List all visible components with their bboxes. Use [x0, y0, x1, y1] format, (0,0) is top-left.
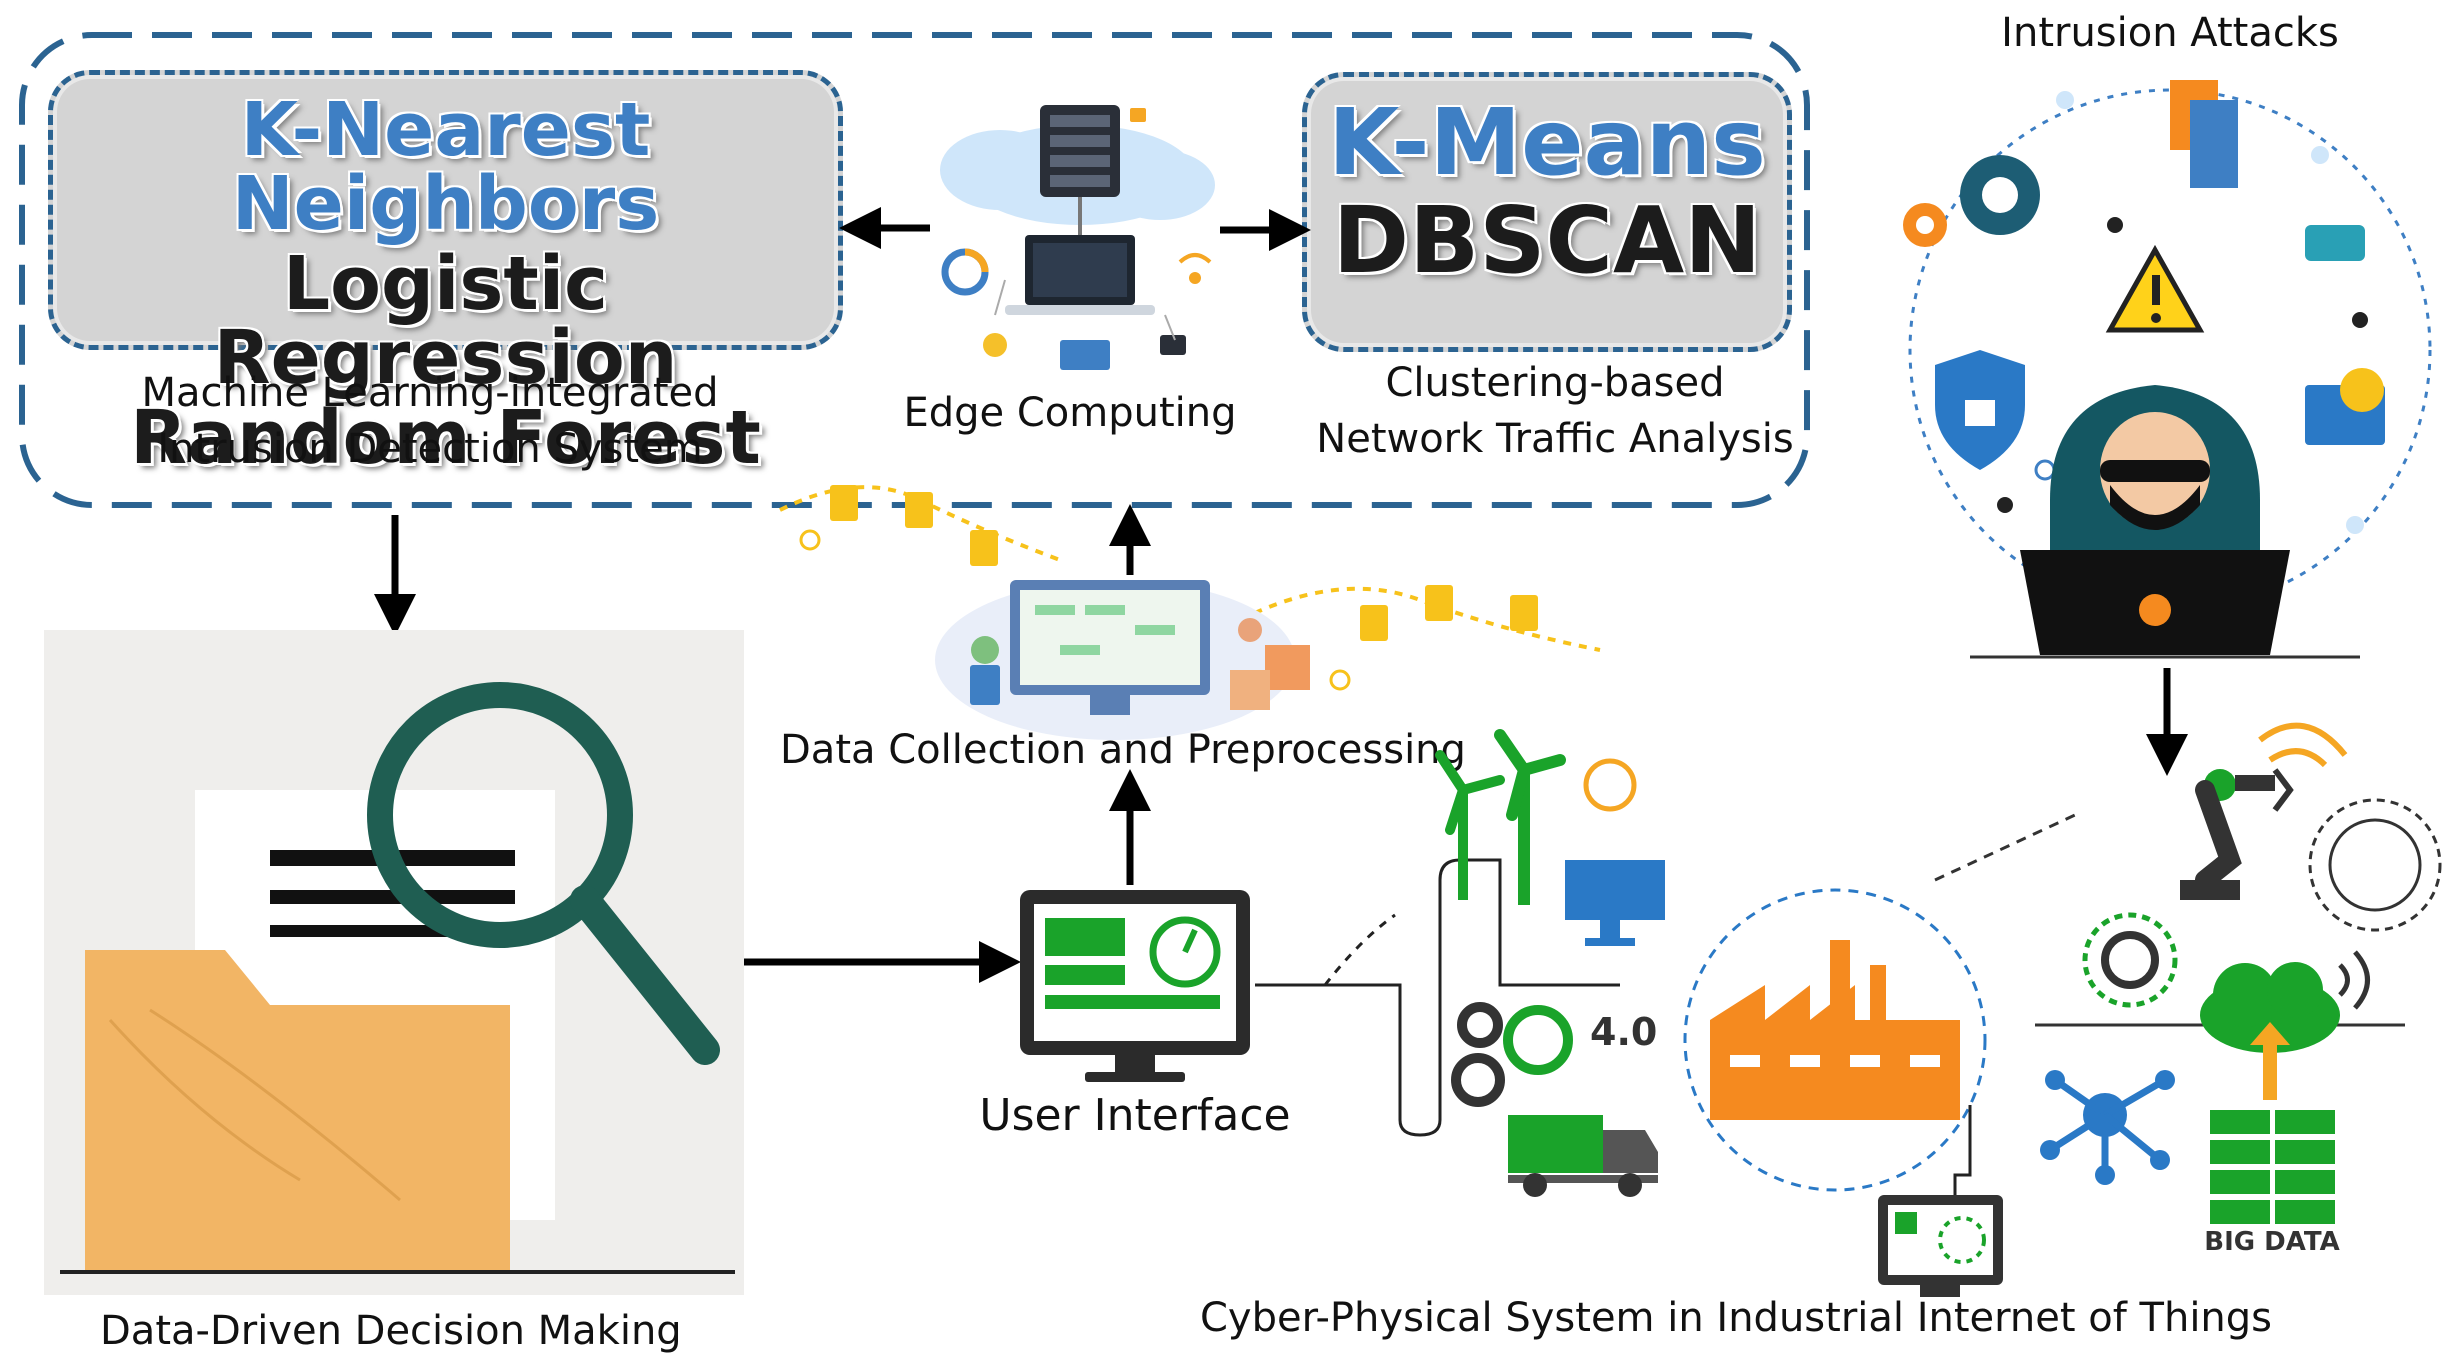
edge-computing-illustration	[940, 105, 1215, 370]
industry-version-label: 4.0	[1590, 1010, 1657, 1054]
dbscan-label: DBSCAN	[1332, 187, 1762, 294]
ml-ids-label: Machine Learning-integrated Intrusion De…	[130, 365, 730, 477]
person-icon	[1238, 618, 1262, 642]
robotic-arm-icon	[2180, 768, 2294, 900]
ml-ids-line2: Intrusion Detection System	[157, 426, 703, 472]
decision-making-label: Data-Driven Decision Making	[100, 1308, 682, 1354]
cps-iiot-label: Cyber-Physical System in Industrial Inte…	[1200, 1295, 2273, 1341]
gears-icon	[1451, 1002, 1573, 1107]
lock-icon	[1130, 108, 1146, 122]
clustering-label: Clustering-based Network Traffic Analysi…	[1315, 355, 1795, 467]
wind-turbine-icon	[1435, 729, 1566, 905]
ml-ids-line1: Machine Learning-integrated	[141, 370, 719, 416]
location-pin-icon	[983, 333, 1007, 357]
network-node-icon	[2040, 1070, 2175, 1185]
user-interface-illustration	[1020, 890, 1250, 1082]
folder-icon	[85, 950, 510, 1270]
skull-icon	[2139, 594, 2171, 626]
decision-making-illustration	[44, 630, 744, 1295]
kmeans-label: K-Means	[1328, 89, 1766, 196]
server-rack-icon	[2210, 1110, 2335, 1224]
logistic-regression-label: Logistic Regression	[213, 241, 678, 401]
camera-icon	[1160, 335, 1186, 355]
clustering-algorithms-box: K-Means DBSCAN	[1302, 72, 1792, 352]
user-interface-label: User Interface	[979, 1090, 1291, 1141]
box-stack-icon	[1265, 645, 1310, 690]
clustering-line2: Network Traffic Analysis	[1316, 416, 1794, 462]
intrusion-attacks-label: Intrusion Attacks	[2001, 10, 2339, 56]
truck-icon	[1508, 1115, 1658, 1197]
sun-icon	[1583, 758, 1637, 812]
factory-icon	[1710, 940, 1960, 1120]
credit-card-icon	[2305, 225, 2365, 261]
clustering-line1: Clustering-based	[1385, 360, 1725, 406]
edge-computing-label: Edge Computing	[903, 390, 1237, 436]
intrusion-attacks-illustration	[1903, 80, 2432, 659]
plant-icon	[971, 636, 999, 664]
padlock-icon	[2340, 368, 2384, 412]
bug-icon	[2107, 217, 2123, 233]
cps-iiot-illustration: 4.0	[1255, 722, 2442, 1297]
data-collection-illustration	[779, 485, 1601, 740]
monitoring-screen-icon	[1878, 1195, 2003, 1297]
supervised-algorithms-box: K-Nearest Neighbors Logistic Regression …	[48, 70, 843, 475]
gauge-icon	[1149, 916, 1221, 988]
magnifier-icon	[367, 682, 633, 948]
flow-arrows	[374, 207, 2188, 983]
wifi-icon	[1189, 272, 1201, 284]
solar-panel-icon	[1565, 860, 1665, 946]
knn-label: K-Nearest Neighbors	[231, 87, 660, 247]
cloud-upload-icon	[2200, 962, 2340, 1100]
big-data-label: BIG DATA	[2204, 1227, 2339, 1257]
random-forest-label: Random Forest	[130, 395, 761, 481]
settings-gear-icon	[2101, 931, 2159, 989]
